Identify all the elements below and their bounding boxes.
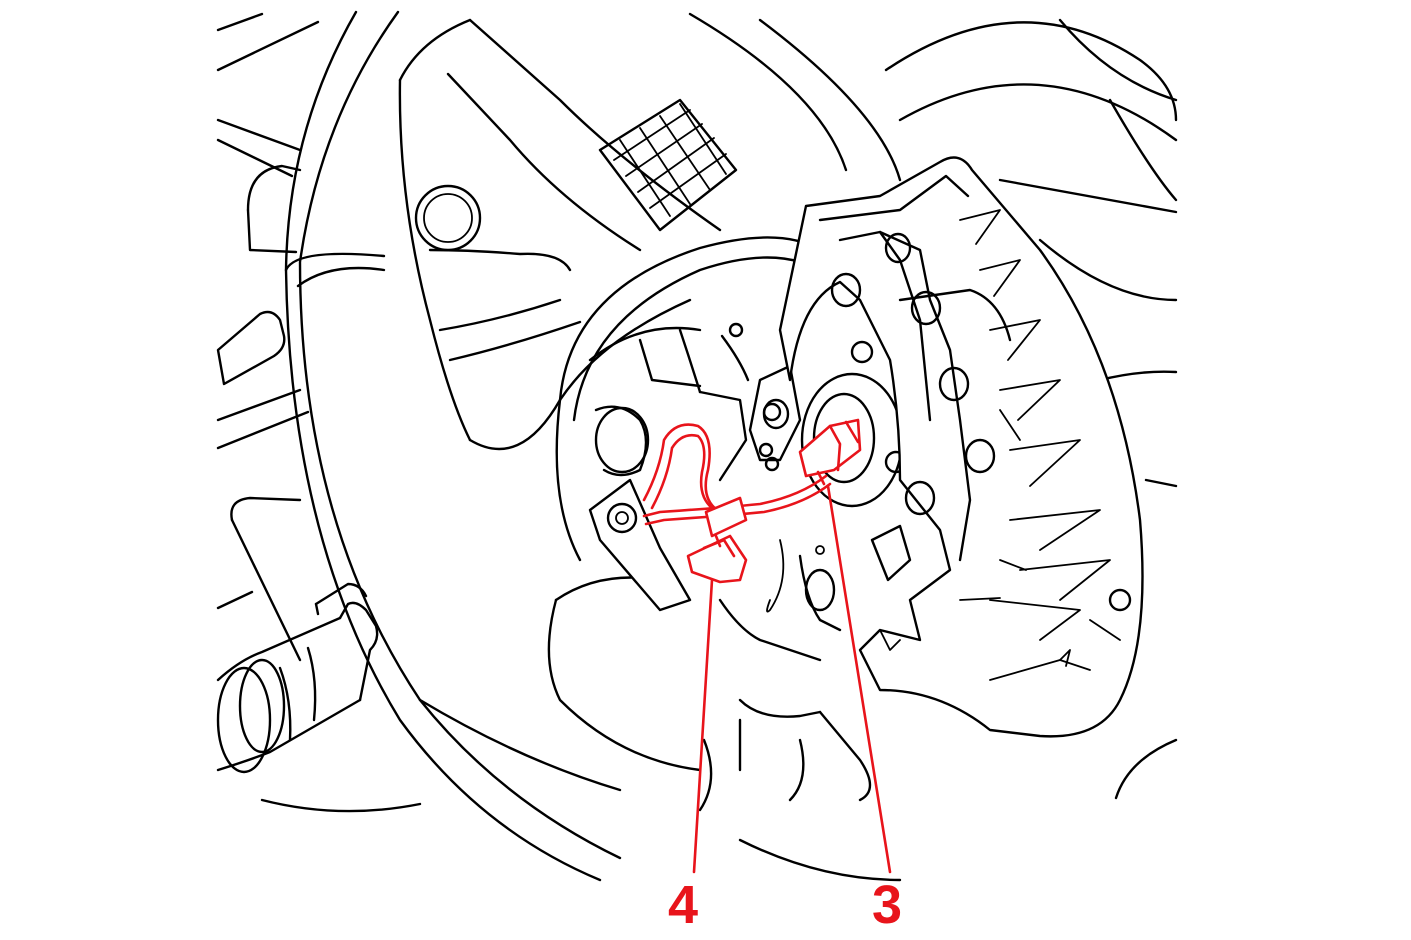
steering-wheel-spokes (398, 18, 822, 562)
wiring-connector (686, 496, 748, 584)
wiring-harness (642, 423, 832, 526)
callout-leaders (692, 484, 892, 874)
leader-line-4 (692, 578, 714, 874)
dashboard-outline (216, 12, 1178, 813)
leader-line-3 (826, 484, 892, 874)
airbag-connector (798, 418, 862, 486)
turn-signal-stalk (216, 582, 379, 774)
steering-wheel-rim (284, 10, 902, 882)
airbag-module (762, 156, 1144, 738)
callout-label-4: 4 (668, 875, 699, 935)
callout-label-3: 3 (872, 875, 903, 935)
steering-hub-internals (588, 322, 912, 632)
column-shroud (547, 576, 872, 812)
